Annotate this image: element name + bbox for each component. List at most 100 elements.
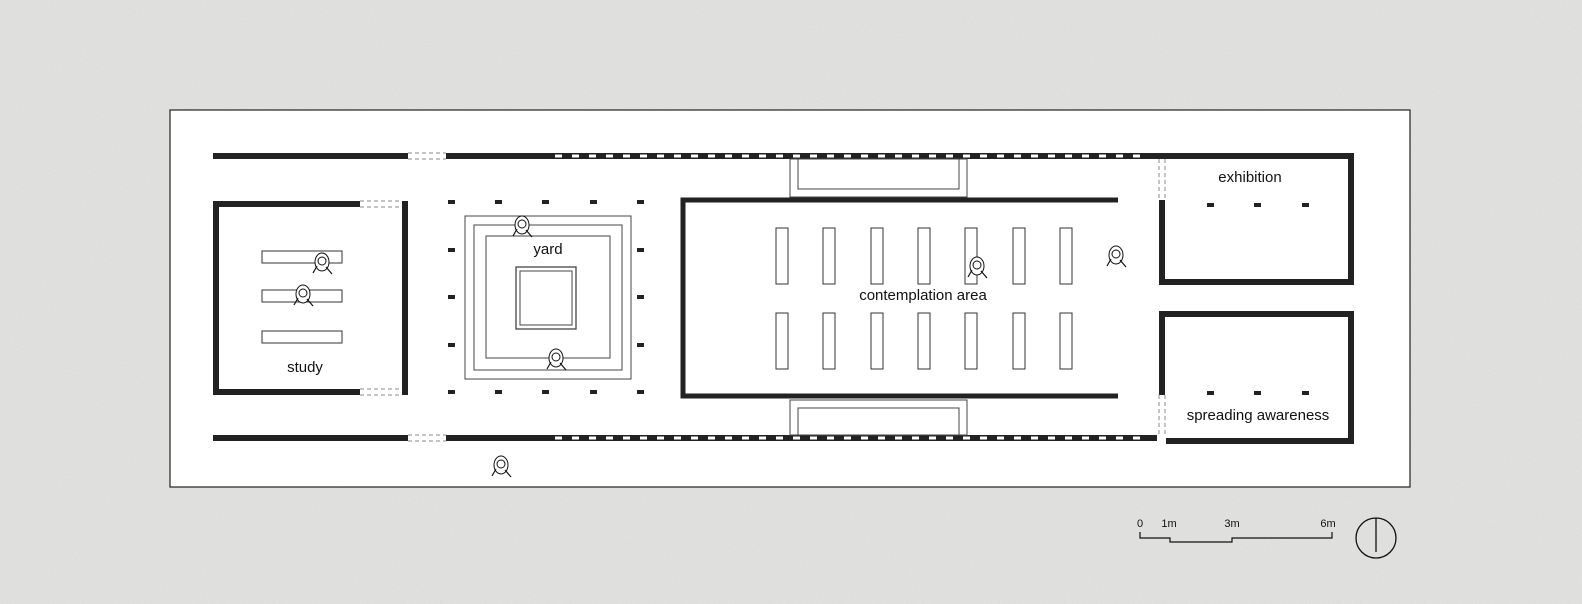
- window-dash: [946, 154, 953, 158]
- window-dash: [1099, 154, 1106, 158]
- column-mark: [542, 390, 549, 394]
- window-dash: [1133, 154, 1140, 158]
- column-mark: [829, 198, 836, 202]
- window-dash: [606, 154, 613, 158]
- bench: [1012, 312, 1026, 370]
- window-dash: [606, 436, 613, 440]
- window-dash: [742, 154, 749, 158]
- window-dash: [1133, 436, 1140, 440]
- window-dash: [657, 154, 664, 158]
- window-dash: [674, 436, 681, 440]
- awareness-room: [1159, 311, 1354, 444]
- window-dash: [674, 154, 681, 158]
- window-dash: [980, 436, 987, 440]
- study-desk: [261, 250, 343, 264]
- column-mark: [637, 295, 644, 299]
- window-dash: [912, 154, 919, 158]
- window-dash: [657, 436, 664, 440]
- window-dash: [827, 154, 834, 158]
- column-mark: [971, 394, 979, 398]
- column-mark: [590, 390, 597, 394]
- bench: [870, 227, 884, 285]
- column-mark: [637, 200, 644, 204]
- window-dash: [895, 154, 902, 158]
- window-dash: [793, 154, 800, 158]
- scale-tick-label: 1m: [1161, 518, 1176, 530]
- window-dash: [691, 154, 698, 158]
- column-mark: [590, 200, 597, 204]
- window-dash: [640, 154, 647, 158]
- window-dash: [963, 154, 970, 158]
- scale-tick-label: 3m: [1224, 518, 1239, 530]
- window-dash: [844, 154, 851, 158]
- column-mark: [781, 198, 789, 202]
- column-mark: [1302, 203, 1309, 207]
- column-mark: [1019, 198, 1026, 202]
- window-dash: [1031, 154, 1038, 158]
- column-mark: [448, 390, 455, 394]
- column-mark: [637, 248, 644, 252]
- window-dash: [827, 436, 834, 440]
- bench: [964, 227, 978, 285]
- bench: [917, 312, 931, 370]
- window-dash: [555, 154, 562, 158]
- room-label-study: study: [287, 359, 323, 376]
- window-dash: [946, 436, 953, 440]
- column-mark: [495, 390, 502, 394]
- column-mark: [542, 200, 549, 204]
- bench: [917, 227, 931, 285]
- window-dash: [861, 154, 868, 158]
- window-dash: [810, 154, 817, 158]
- scale-tick-label: 0: [1137, 518, 1143, 530]
- column-mark: [1207, 391, 1214, 395]
- window-dash: [776, 154, 783, 158]
- column-mark: [876, 198, 884, 202]
- window-dash: [623, 436, 630, 440]
- window-dash: [1116, 436, 1123, 440]
- column-mark: [1066, 198, 1074, 202]
- window-dash: [1082, 154, 1089, 158]
- hall-columns: [734, 198, 1074, 398]
- window-dash: [844, 436, 851, 440]
- bench: [775, 312, 789, 370]
- window-dash: [1099, 436, 1106, 440]
- room-columns: [1207, 203, 1309, 395]
- window-dash: [1082, 436, 1089, 440]
- window-dash: [997, 154, 1004, 158]
- window-dash: [1065, 436, 1072, 440]
- window-dash: [1014, 154, 1021, 158]
- north-arrow-icon: [1355, 517, 1397, 559]
- hall-benches: [775, 227, 1073, 370]
- window-dash: [640, 436, 647, 440]
- bench: [1059, 227, 1073, 285]
- column-mark: [448, 200, 455, 204]
- column-mark: [734, 198, 741, 202]
- column-mark: [781, 394, 789, 398]
- scale-bar: 0 1m 3m 6m: [1137, 518, 1336, 543]
- window-dash: [742, 436, 749, 440]
- window-dash: [555, 436, 562, 440]
- column-mark: [637, 390, 644, 394]
- window-dash: [878, 436, 885, 440]
- window-dash: [929, 154, 936, 158]
- window-dash: [691, 436, 698, 440]
- window-dash: [589, 436, 596, 440]
- column-mark: [734, 394, 741, 398]
- window-dash: [1065, 154, 1072, 158]
- bench: [822, 312, 836, 370]
- window-dash: [623, 154, 630, 158]
- room-label-contemplation: contemplation area: [859, 287, 987, 304]
- column-mark: [637, 343, 644, 347]
- window-dash: [572, 436, 579, 440]
- column-mark: [448, 295, 455, 299]
- yard-columns: [448, 200, 644, 394]
- door-openings: [360, 152, 1166, 442]
- window-dash: [1116, 154, 1123, 158]
- window-dash: [1048, 436, 1055, 440]
- window-dash: [980, 154, 987, 158]
- window-dash: [810, 436, 817, 440]
- window-dash: [963, 436, 970, 440]
- window-dash: [1014, 436, 1021, 440]
- column-mark: [1207, 203, 1214, 207]
- window-dash: [725, 154, 732, 158]
